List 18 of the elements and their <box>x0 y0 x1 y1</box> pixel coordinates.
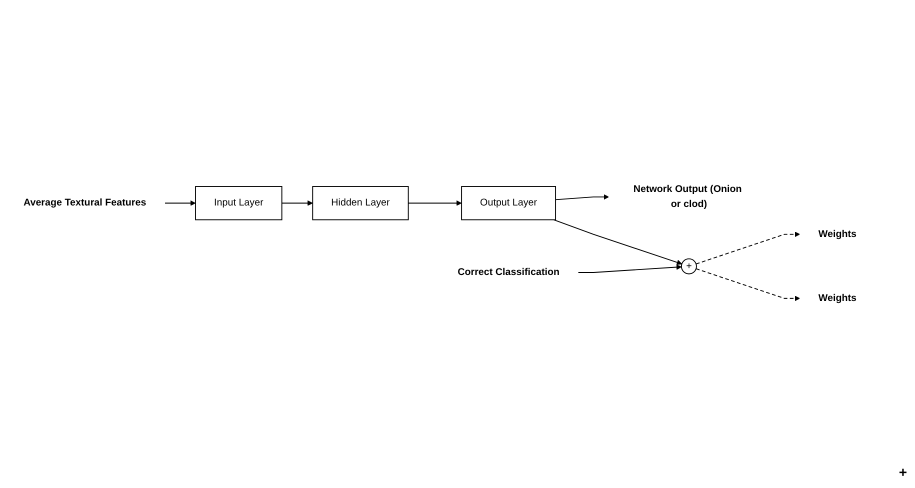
node-text: Weights <box>818 228 857 240</box>
node-text: Correct Classification <box>458 266 560 278</box>
node-box: Output Layer <box>461 186 556 220</box>
node-circle: + <box>680 258 697 274</box>
arrow <box>578 264 682 273</box>
node-text: Network Output (Onion or clod) <box>633 184 742 210</box>
arrow <box>553 219 682 265</box>
node-box: Hidden Layer <box>312 186 409 220</box>
node-text: Average Textural Features <box>23 198 146 208</box>
arrow <box>281 200 313 206</box>
node-text: Weights <box>818 292 857 304</box>
arrow <box>555 194 610 200</box>
arrow <box>408 200 462 206</box>
arrow <box>696 268 800 302</box>
arrow <box>696 232 800 264</box>
arrow <box>164 200 196 206</box>
node-box: Input Layer <box>195 186 282 220</box>
sign-label: + <box>898 464 907 480</box>
